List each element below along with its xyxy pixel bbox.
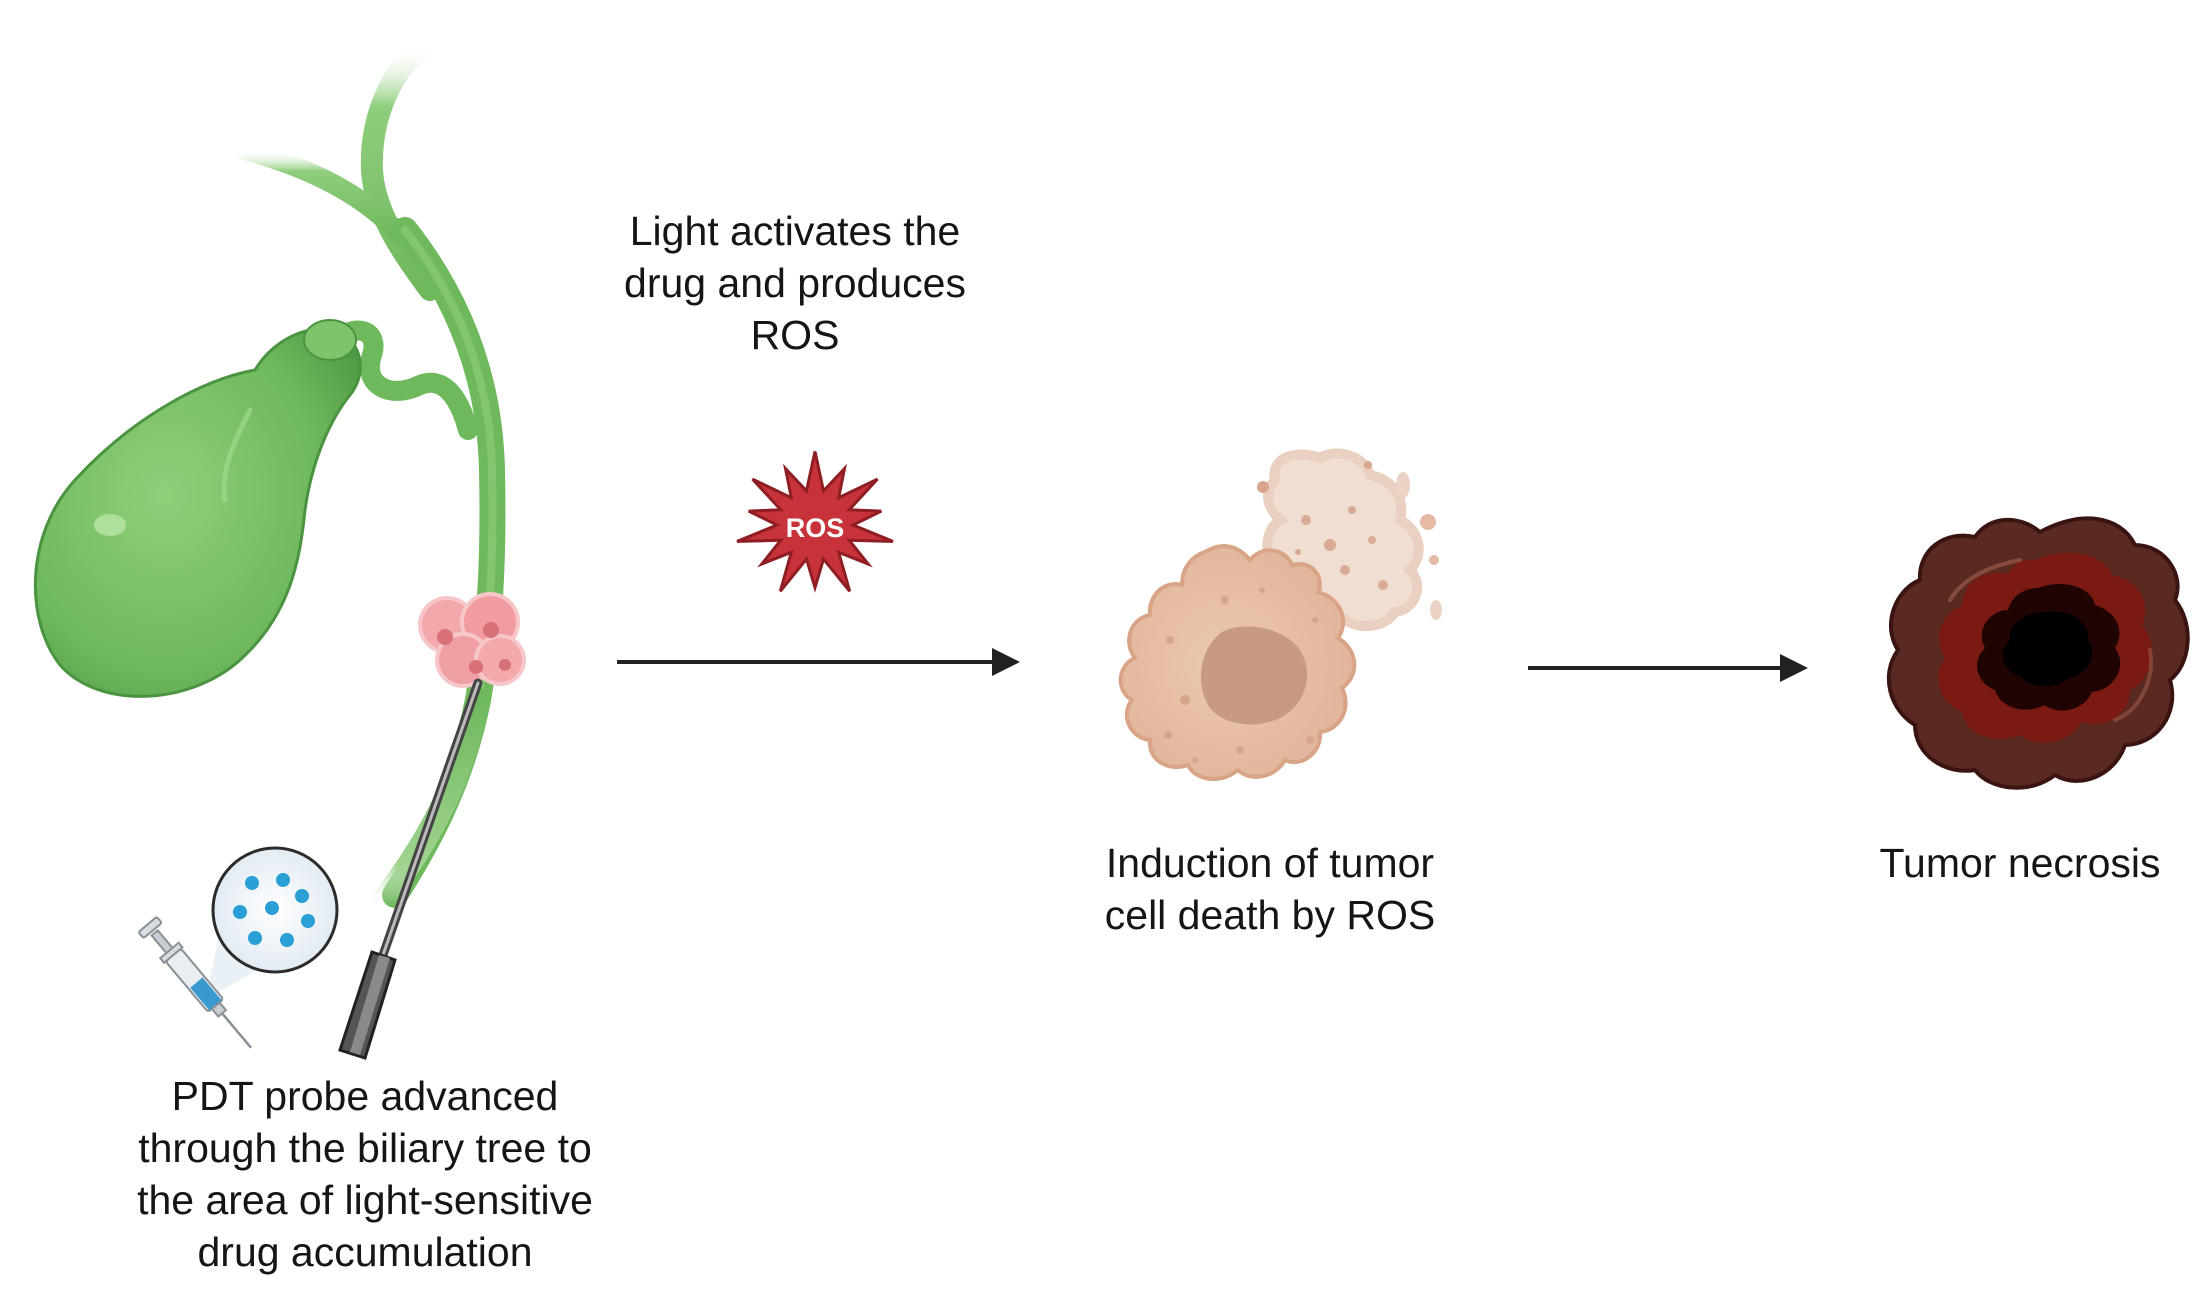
caption-light-line: ROS	[750, 312, 840, 358]
caption-pdt-probe: PDT probe advanced through the biliary t…	[60, 1070, 670, 1278]
dying-cell-icon	[1118, 448, 1442, 782]
drug-particles-icon	[205, 846, 339, 1000]
ros-burst-shape	[736, 451, 894, 593]
caption-pdt-line: the area of light-sensitive	[137, 1177, 593, 1223]
caption-necrosis: Tumor necrosis	[1840, 837, 2200, 889]
caption-pdt-line: drug accumulation	[197, 1229, 533, 1275]
tumor-cluster-icon	[418, 592, 526, 688]
probe-icon	[338, 678, 483, 1060]
ros-burst-icon	[736, 451, 894, 593]
gallbladder-icon	[33, 319, 362, 698]
caption-cell-death-line: Induction of tumor	[1105, 840, 1435, 886]
arrow-step2-to-step3	[1528, 654, 1808, 682]
caption-cell-death: Induction of tumor cell death by ROS	[1040, 837, 1500, 941]
caption-light-line: drug and produces	[624, 260, 966, 306]
ros-badge-label: ROS	[786, 513, 845, 543]
necrotic-tumor-icon	[1887, 516, 2190, 790]
caption-light-line: Light activates the	[629, 208, 961, 254]
caption-pdt-line: PDT probe advanced	[171, 1073, 559, 1119]
syringe-icon	[138, 916, 253, 1049]
arrow-step1-to-step2	[617, 648, 1020, 676]
caption-pdt-line: through the biliary tree to	[138, 1125, 592, 1171]
caption-cell-death-line: cell death by ROS	[1104, 892, 1436, 938]
caption-necrosis-line: Tumor necrosis	[1879, 840, 2161, 886]
bile-duct-icon	[235, 34, 506, 917]
caption-light-activation: Light activates the drug and produces RO…	[560, 205, 1030, 361]
